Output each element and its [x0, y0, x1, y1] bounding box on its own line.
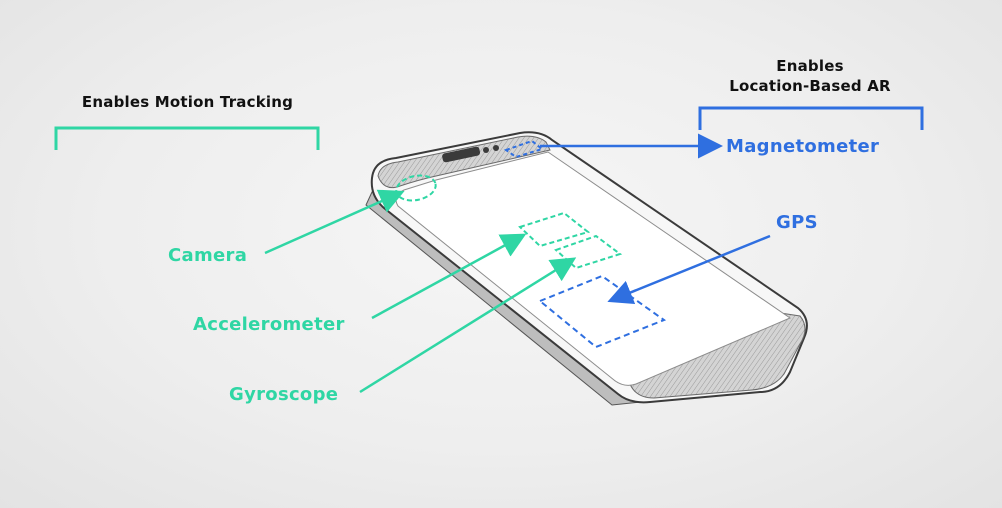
location-heading-line2: Location-Based AR	[729, 77, 891, 95]
camera-arrow	[264, 189, 405, 255]
gyroscope-label: Gyroscope	[229, 384, 339, 405]
gps-label: GPS	[776, 212, 818, 233]
gps-arrow	[607, 234, 771, 305]
motion-bracket	[54, 126, 320, 150]
gyroscope-arrow	[359, 257, 577, 394]
accelerometer-arrow	[371, 233, 527, 320]
magnetometer-marker	[503, 139, 545, 159]
gps-marker	[538, 274, 667, 349]
location-ar-heading: Enables Location-Based AR	[690, 56, 930, 96]
gyroscope-marker	[554, 234, 623, 270]
location-bracket	[698, 106, 924, 130]
magnetometer-label: Magnetometer	[726, 136, 880, 157]
phone	[365, 131, 808, 406]
earpiece-speaker	[442, 146, 481, 163]
accelerometer-marker	[518, 211, 591, 248]
accelerometer-label: Accelerometer	[193, 314, 345, 335]
camera-label: Camera	[168, 245, 248, 266]
motion-tracking-heading: Enables Motion Tracking	[81, 93, 294, 111]
bottom-bezel	[629, 311, 806, 399]
location-heading-line1: Enables	[776, 57, 844, 75]
